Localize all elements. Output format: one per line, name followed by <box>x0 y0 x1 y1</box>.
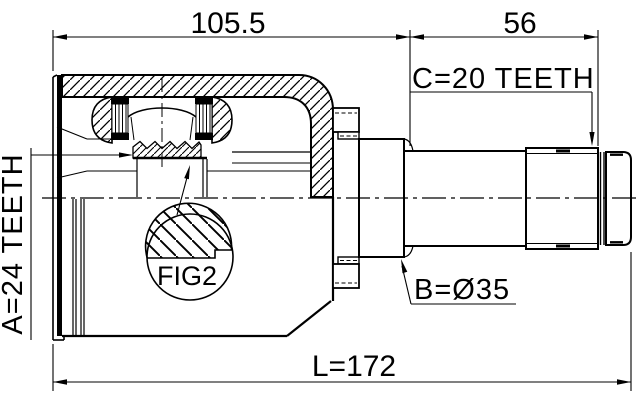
housing-wall-section <box>61 74 334 198</box>
fig2-hatch-region <box>144 202 233 259</box>
needle-rollers-right <box>195 97 213 140</box>
dimension-arrowheads <box>53 34 631 385</box>
label-c-teeth: C=20 TEETH <box>412 63 595 95</box>
stub-bore-lines <box>136 159 208 197</box>
spline-hub-band <box>132 140 202 159</box>
tripod-bearing <box>91 96 233 197</box>
housing-rim-band <box>57 75 62 336</box>
label-b-diameter: B=Ø35 <box>414 274 510 306</box>
housing-body <box>52 74 335 341</box>
roller-lobe-left <box>91 96 113 144</box>
boot-lip-bottom <box>332 263 360 289</box>
dimension-lines <box>30 30 632 391</box>
boot-lip-top <box>332 107 360 133</box>
housing-chamfer <box>286 300 332 337</box>
fig2-label: FIG2 <box>157 261 217 291</box>
dim-56-label: 56 <box>503 7 536 40</box>
needle-rollers-left <box>111 97 129 140</box>
dim-105-label: 105.5 <box>190 7 265 40</box>
boot-groove-rings <box>72 199 85 336</box>
roller-lobe-right <box>211 96 233 144</box>
hidden-spline-lines <box>335 112 357 284</box>
centerlines <box>42 78 637 199</box>
dim-length-label: L=172 <box>312 350 396 383</box>
internal-track-lines <box>56 126 311 179</box>
fig2-detail: FIG2 <box>144 169 234 301</box>
label-a-teeth: A=24 TEETH <box>0 153 29 334</box>
